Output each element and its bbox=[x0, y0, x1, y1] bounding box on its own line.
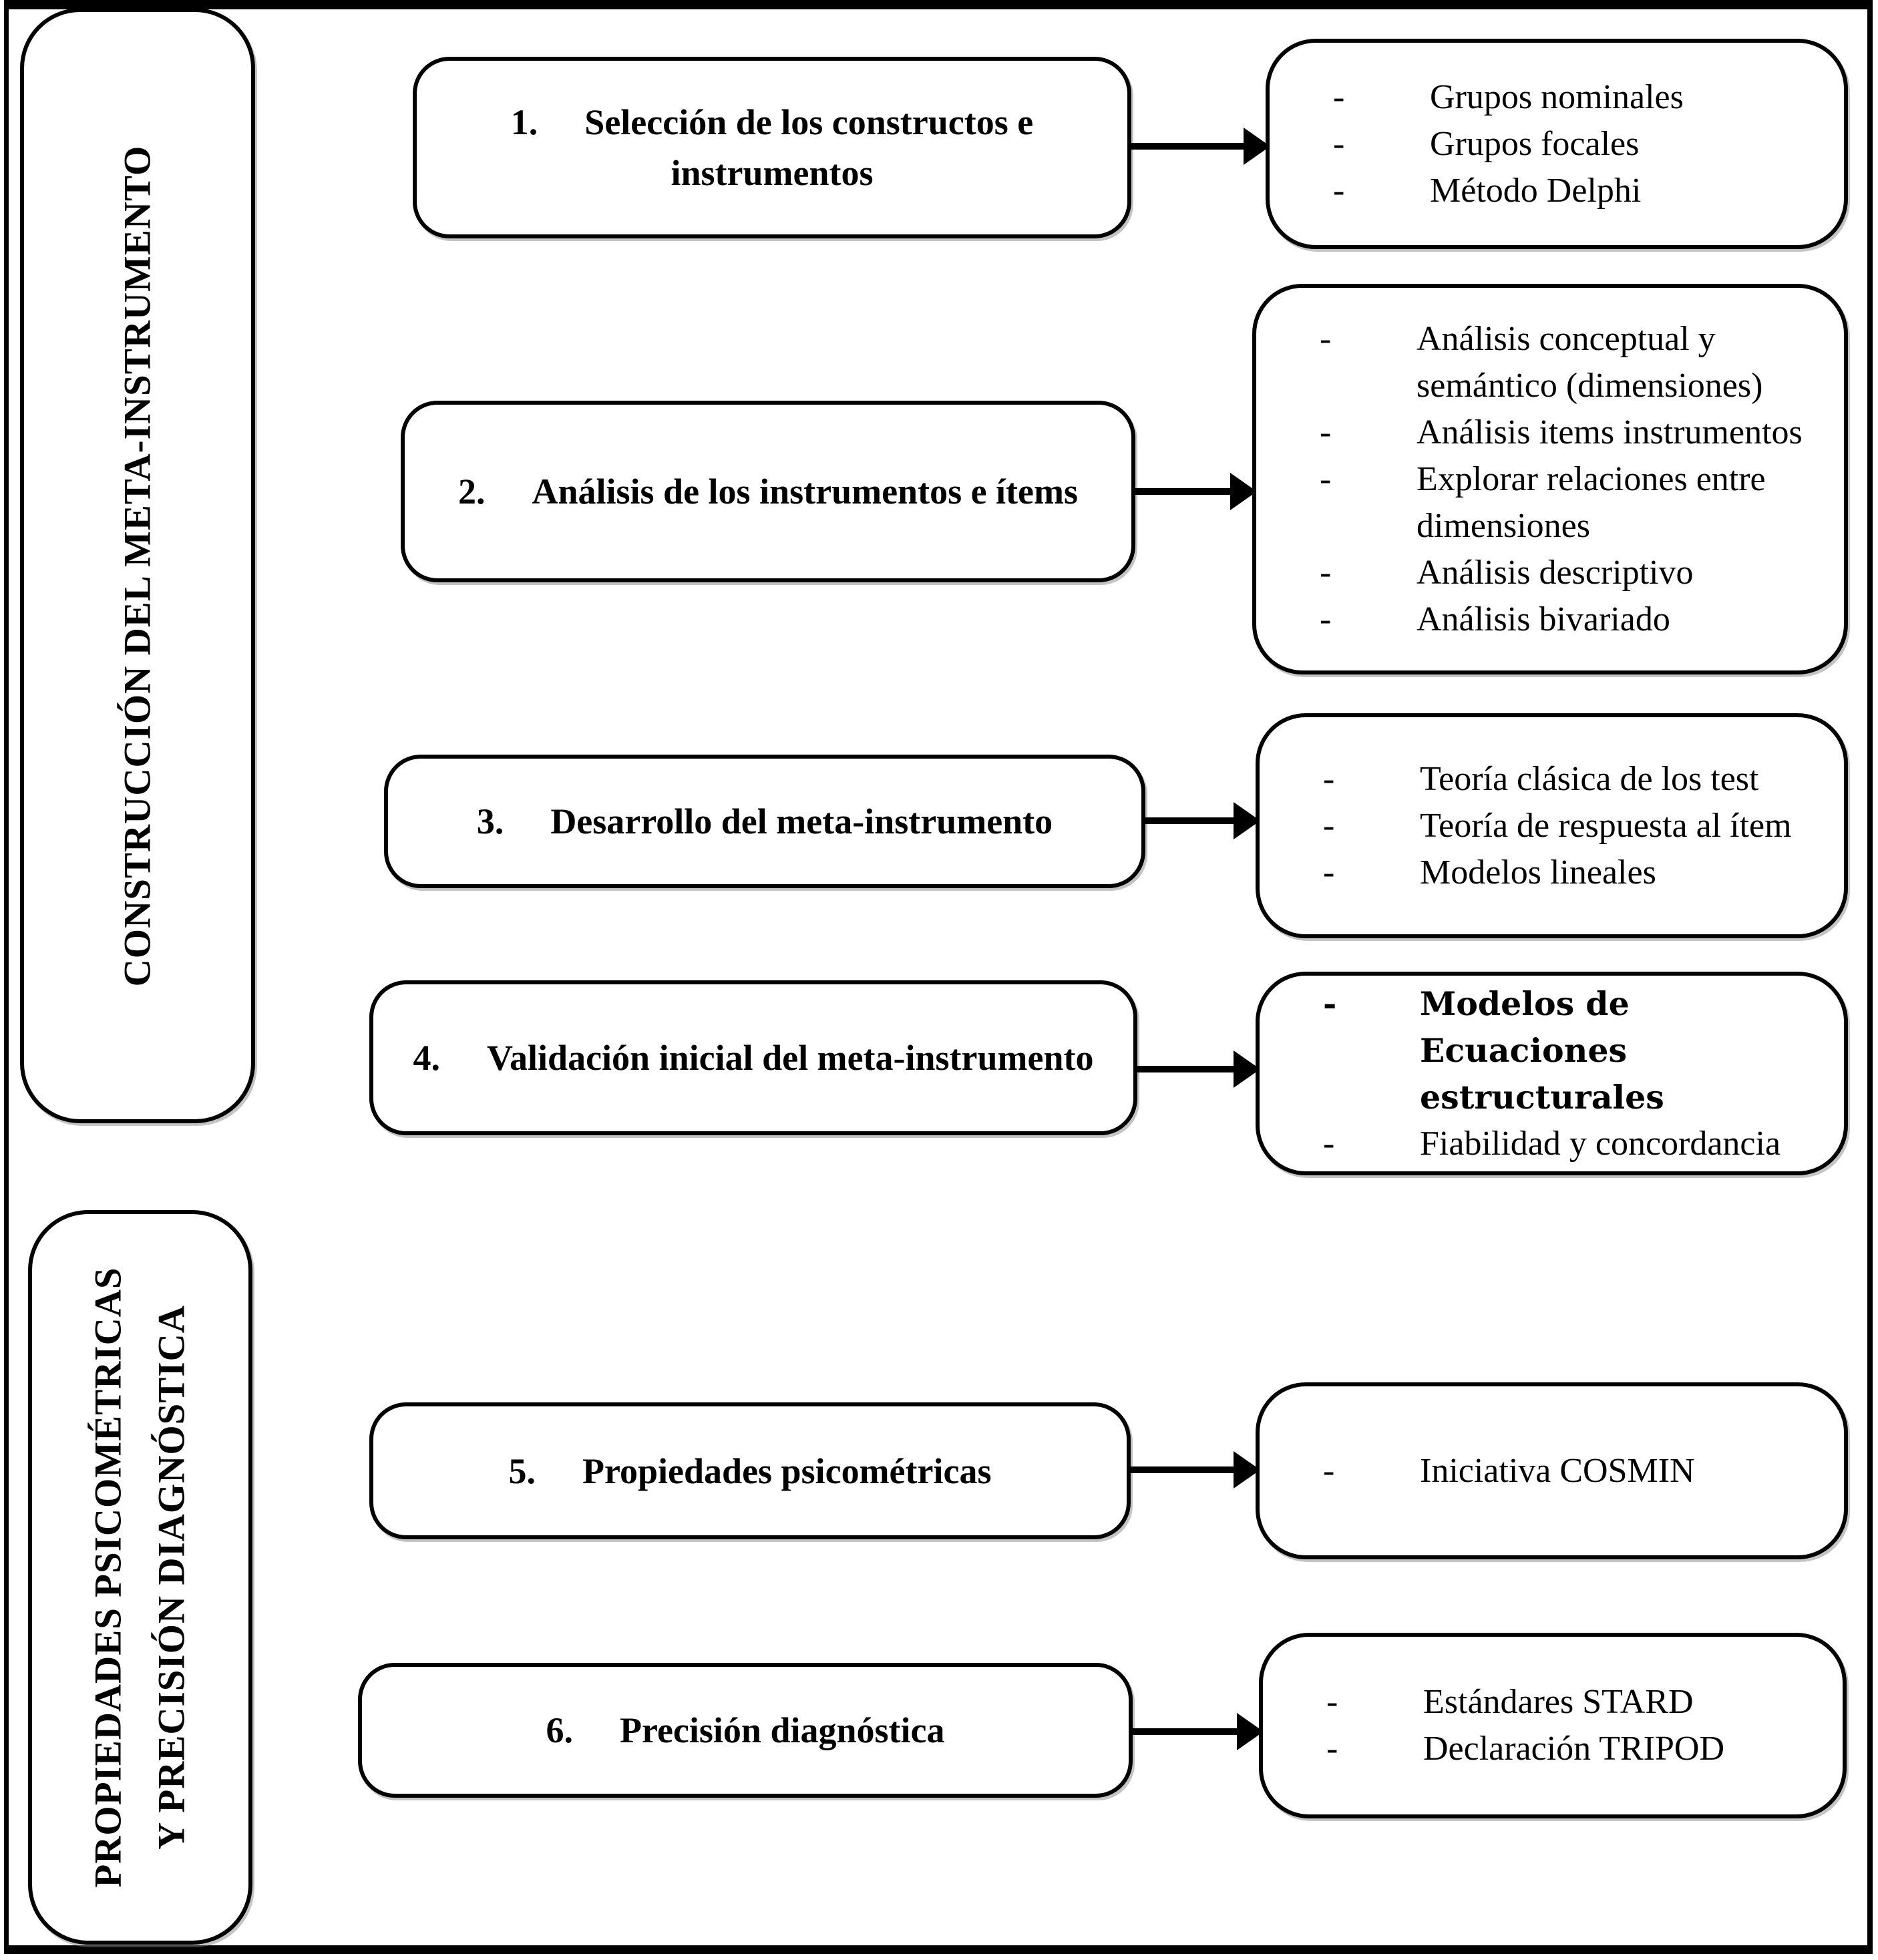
arrow-right-icon bbox=[1143, 802, 1260, 839]
method-list: Teoría clásica de los test Teoría de res… bbox=[1306, 756, 1824, 896]
method-item: Explorar relaciones entre dimensiones bbox=[1303, 456, 1824, 550]
method-box-1: Grupos nominales Grupos focales Método D… bbox=[1266, 39, 1848, 249]
method-list: Modelos de Ecuaciones estructurales Fiab… bbox=[1306, 980, 1824, 1167]
step-title-text: Análisis de los instrumentos e ítems bbox=[532, 471, 1078, 512]
method-item: Modelos lineales bbox=[1306, 849, 1824, 896]
step-title-2: 2. Análisis de los instrumentos e ítems bbox=[458, 466, 1078, 517]
step-box-2: 2. Análisis de los instrumentos e ítems bbox=[401, 401, 1135, 582]
method-list: Estándares STARD Declaración TRIPOD bbox=[1310, 1679, 1823, 1772]
arrow-right-icon bbox=[1135, 1050, 1260, 1088]
arrow-shaft bbox=[1129, 1466, 1238, 1473]
arrow-shaft bbox=[1133, 488, 1234, 495]
method-item: Análisis bivariado bbox=[1303, 596, 1824, 643]
step-title-text: Validación inicial del meta-instrumento bbox=[486, 1038, 1094, 1078]
phase-label-line: Y PRECISIÓN DIAGNÓSTICA bbox=[151, 1305, 193, 1850]
arrow-right-icon bbox=[1129, 1451, 1260, 1489]
arrow-right-icon bbox=[1133, 473, 1257, 510]
method-item: Estándares STARD bbox=[1310, 1679, 1823, 1726]
method-item: Análisis conceptual y semántico (dimensi… bbox=[1303, 316, 1824, 409]
phase-box-construccion: CONSTRUCCIÓN DEL META-INSTRUMENTO bbox=[20, 8, 255, 1123]
method-box-4: Modelos de Ecuaciones estructurales Fiab… bbox=[1256, 972, 1848, 1175]
step-box-3: 3. Desarrollo del meta-instrumento bbox=[384, 755, 1145, 888]
step-number: 6. bbox=[546, 1710, 573, 1750]
phase-box-propiedades: PROPIEDADES PSICOMÉTRICAS Y PRECISIÓN DI… bbox=[28, 1210, 252, 1945]
step-number: 5. bbox=[508, 1450, 536, 1491]
step-title-5: 5. Propiedades psicométricas bbox=[509, 1446, 992, 1497]
step-title-text: Precisión diagnóstica bbox=[619, 1710, 945, 1750]
page-frame bbox=[4, 0, 1873, 1954]
step-number: 3. bbox=[476, 801, 504, 841]
method-box-6: Estándares STARD Declaración TRIPOD bbox=[1259, 1633, 1847, 1818]
method-box-2: Análisis conceptual y semántico (dimensi… bbox=[1252, 284, 1848, 674]
phase-label-line: PROPIEDADES PSICOMÉTRICAS bbox=[87, 1267, 130, 1888]
method-item: Teoría clásica de los test bbox=[1306, 756, 1824, 803]
method-list: Grupos nominales Grupos focales Método D… bbox=[1316, 74, 1824, 214]
step-title-text: Propiedades psicométricas bbox=[582, 1450, 992, 1491]
step-title-4: 4. Validación inicial del meta-instrument… bbox=[413, 1032, 1093, 1083]
step-title-1: 1. Selección de los constructos e instrum… bbox=[447, 97, 1097, 198]
phase-label-propiedades: PROPIEDADES PSICOMÉTRICAS Y PRECISIÓN DI… bbox=[77, 1267, 204, 1887]
method-item: Análisis descriptivo bbox=[1303, 550, 1824, 596]
method-item: Grupos focales bbox=[1316, 121, 1824, 168]
arrow-shaft bbox=[1129, 143, 1248, 150]
arrow-right-icon bbox=[1131, 1713, 1264, 1750]
method-box-3: Teoría clásica de los test Teoría de res… bbox=[1256, 713, 1848, 938]
step-number: 4. bbox=[413, 1038, 440, 1078]
step-title-text: Selección de los constructos e instrumen… bbox=[584, 102, 1034, 193]
method-item: Teoría de respuesta al ítem bbox=[1306, 803, 1824, 849]
step-number: 2. bbox=[457, 471, 486, 512]
step-title-text: Desarrollo del meta-instrumento bbox=[550, 801, 1053, 841]
arrow-shaft bbox=[1135, 1066, 1238, 1072]
step-box-6: 6. Precisión diagnóstica bbox=[358, 1663, 1133, 1798]
method-item: Fiabilidad y concordancia bbox=[1306, 1121, 1824, 1167]
step-box-5: 5. Propiedades psicométricas bbox=[369, 1402, 1131, 1539]
arrow-right-icon bbox=[1129, 128, 1270, 165]
method-item: Análisis items instrumentos bbox=[1303, 409, 1824, 456]
arrow-shaft bbox=[1131, 1728, 1241, 1735]
step-number: 1. bbox=[510, 102, 538, 142]
step-box-1: 1. Selección de los constructos e instrum… bbox=[413, 57, 1131, 238]
phase-label-line: CONSTRUCCIÓN DEL META-INSTRUMENTO bbox=[116, 145, 159, 986]
method-box-5: Iniciativa COSMIN bbox=[1256, 1382, 1848, 1559]
step-title-6: 6. Precisión diagnóstica bbox=[546, 1705, 944, 1756]
method-list: Iniciativa COSMIN bbox=[1306, 1448, 1824, 1495]
phase-label-construccion: CONSTRUCCIÓN DEL META-INSTRUMENTO bbox=[106, 145, 170, 986]
step-box-4: 4. Validación inicial del meta-instrument… bbox=[369, 980, 1137, 1135]
method-list: Análisis conceptual y semántico (dimensi… bbox=[1303, 316, 1824, 643]
method-item: Grupos nominales bbox=[1316, 74, 1824, 121]
method-item: Iniciativa COSMIN bbox=[1306, 1448, 1824, 1495]
method-item: Modelos de Ecuaciones estructurales bbox=[1306, 980, 1824, 1121]
method-item: Declaración TRIPOD bbox=[1310, 1726, 1823, 1772]
method-item: Método Delphi bbox=[1316, 168, 1824, 214]
arrow-shaft bbox=[1143, 817, 1238, 824]
step-title-3: 3. Desarrollo del meta-instrumento bbox=[477, 796, 1053, 847]
